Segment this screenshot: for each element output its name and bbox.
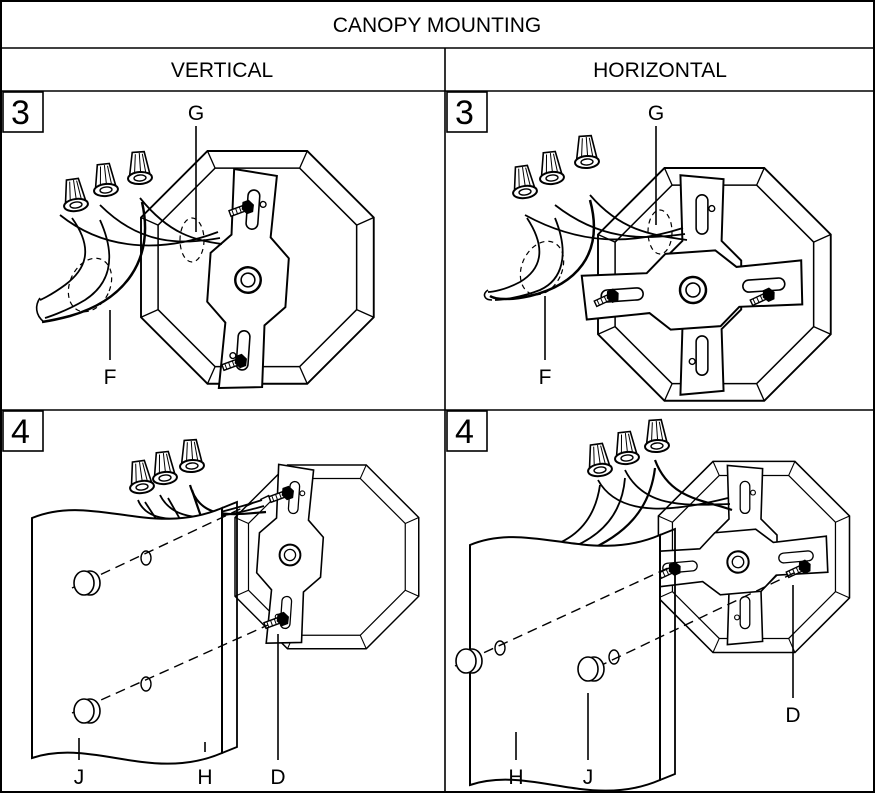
step-number: 4 xyxy=(11,413,30,451)
wire-nut xyxy=(59,176,90,214)
label-j: J xyxy=(583,766,594,789)
canopy-plate xyxy=(469,528,676,792)
step-number-box xyxy=(2,410,44,452)
step-number: 3 xyxy=(455,94,474,132)
alignment-line xyxy=(71,494,271,589)
wire-nut xyxy=(90,161,120,199)
wire-nut xyxy=(611,429,641,467)
column-label-horizontal: HORIZONTAL xyxy=(593,59,727,82)
label-g: G xyxy=(648,102,664,125)
label-g: G xyxy=(188,102,204,125)
alignment-line xyxy=(71,624,269,714)
step-number: 4 xyxy=(455,413,474,451)
step-number-box xyxy=(446,410,488,452)
wire-nut xyxy=(149,449,179,487)
panel-horizontal-step4: 4 H J D xyxy=(446,410,851,792)
step-number-box xyxy=(446,91,488,133)
supply-wires xyxy=(483,194,688,301)
wire-nut xyxy=(642,418,671,454)
wire-nut xyxy=(125,150,154,186)
canopy-plate xyxy=(31,501,238,765)
header-title: CANOPY MOUNTING xyxy=(333,14,541,37)
label-d: D xyxy=(270,766,285,789)
step-number-box xyxy=(2,91,44,133)
bolt-cap xyxy=(577,656,605,682)
label-j: J xyxy=(74,766,85,789)
supply-wires xyxy=(544,459,733,554)
panel-vertical-step3: 3 G F xyxy=(2,91,375,394)
bolt-cap xyxy=(73,698,101,724)
column-label-vertical: VERTICAL xyxy=(171,59,273,82)
wire-nut xyxy=(125,458,156,496)
bolt-cap xyxy=(73,570,101,596)
panel-vertical-step4: 4 J H D xyxy=(2,410,420,789)
panel-horizontal-step3: 3 G F xyxy=(446,91,832,402)
wire-nut xyxy=(177,438,206,474)
bolt-cap xyxy=(455,648,483,674)
label-d: D xyxy=(785,704,800,727)
label-f: F xyxy=(539,366,552,389)
wire-nut xyxy=(536,149,566,187)
wire-nut xyxy=(572,134,601,170)
label-f: F xyxy=(104,366,117,389)
label-h: H xyxy=(197,766,212,789)
alignment-line xyxy=(454,567,669,667)
supply-wires xyxy=(35,197,223,324)
step-number: 3 xyxy=(11,94,30,132)
wire-nut xyxy=(508,163,539,201)
wire-nut xyxy=(583,441,614,479)
label-h: H xyxy=(508,766,523,789)
